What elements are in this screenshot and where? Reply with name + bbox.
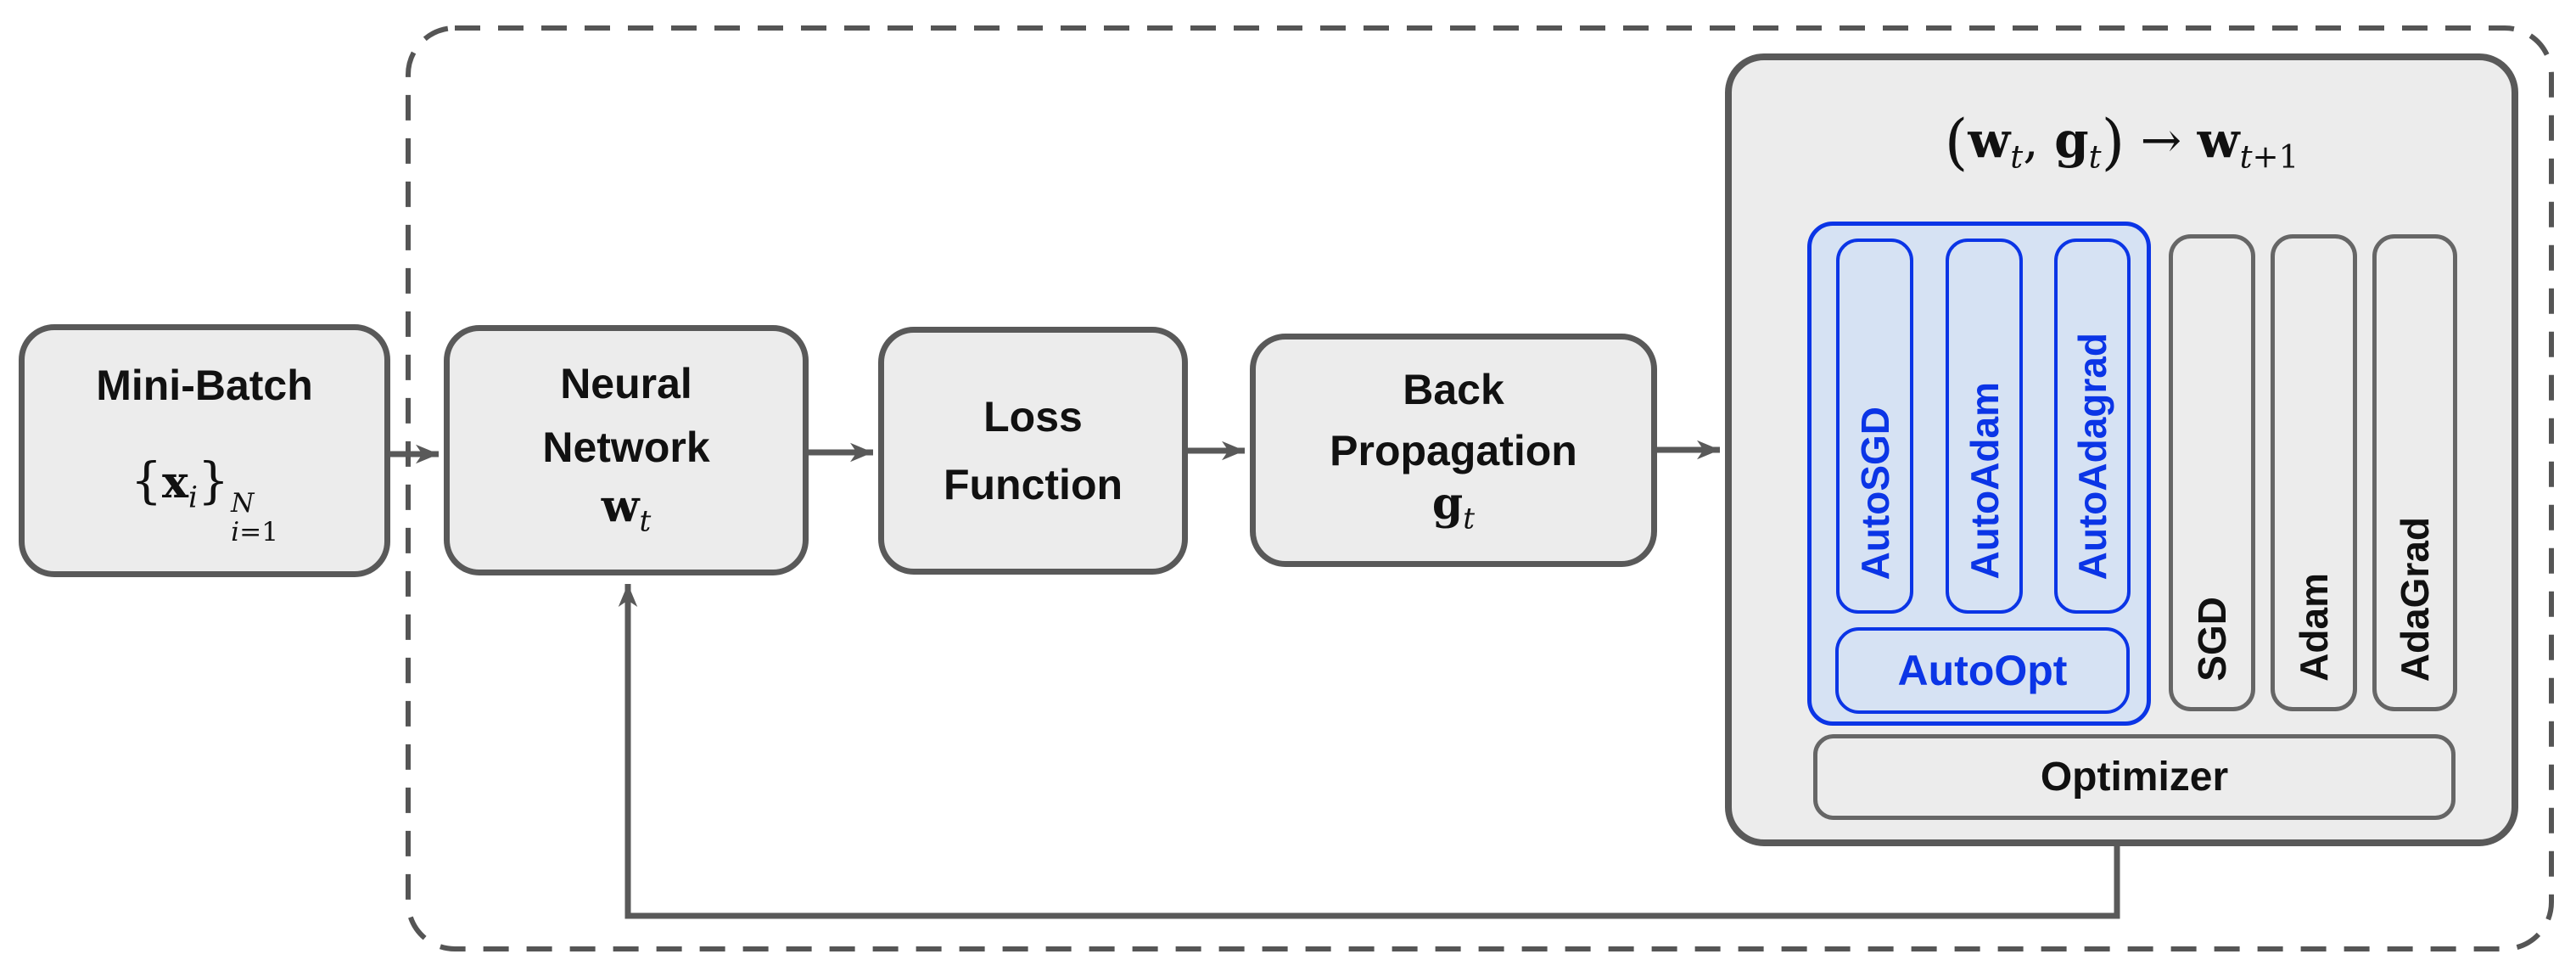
pill-adagrad: AdaGrad (2372, 234, 2457, 711)
loss-function-label-line1: Loss (983, 393, 1083, 441)
node-neural-network: Neural Network wt (444, 325, 809, 575)
back-propagation-label-line1: Back (1403, 365, 1504, 413)
math-w-sub: t (639, 504, 652, 539)
title-open-paren: ( (1944, 106, 1968, 177)
pill-sgd: SGD (2169, 234, 2255, 711)
math-sup-N: N (231, 488, 255, 519)
optimizer-panel: (wt, gt) → wt+1 AutoSGD AutoAdam AutoAda… (1725, 53, 2518, 846)
auto-optimizer-group: AutoSGD AutoAdam AutoAdagrad AutoOpt (1807, 222, 2151, 726)
maps-to-arrow: → (2140, 111, 2182, 169)
neural-network-label-line1: Neural (560, 359, 692, 407)
math-open-brace: { (130, 452, 163, 510)
neural-network-label-line2: Network (542, 423, 710, 471)
back-propagation-label-line2: Propagation (1330, 426, 1577, 474)
node-loss-function: Loss Function (878, 327, 1188, 575)
math-w-vector: w (601, 480, 640, 532)
title-w-next-sub: t+1 (2239, 138, 2299, 176)
neural-network-math: wt (602, 480, 652, 548)
title-close-paren: ) (2101, 106, 2125, 177)
mini-batch-label: Mini-Batch (96, 362, 313, 410)
pill-autoopt: AutoOpt (1835, 627, 2130, 714)
optimizer-bar: Optimizer (1813, 734, 2456, 820)
math-close-brace: } (198, 452, 230, 510)
optimizer-panel-title: (wt, gt) → wt+1 (1944, 106, 2299, 177)
pill-autosgd: AutoSGD (1836, 239, 1913, 614)
pill-autoadam: AutoAdam (1946, 239, 2023, 614)
node-back-propagation: Back Propagation gt (1250, 334, 1657, 567)
math-g-vector: g (1431, 477, 1464, 530)
loss-function-label-line2: Function (943, 461, 1123, 508)
pill-adam: Adam (2271, 234, 2357, 711)
math-x-sub: i (188, 480, 199, 515)
back-propagation-math: gt (1431, 477, 1476, 542)
math-sub-limits: i=1 (231, 517, 279, 548)
pill-autoadagrad: AutoAdagrad (2054, 239, 2131, 614)
math-g-sub: t (1463, 502, 1476, 536)
math-x-vector: x (162, 457, 189, 509)
